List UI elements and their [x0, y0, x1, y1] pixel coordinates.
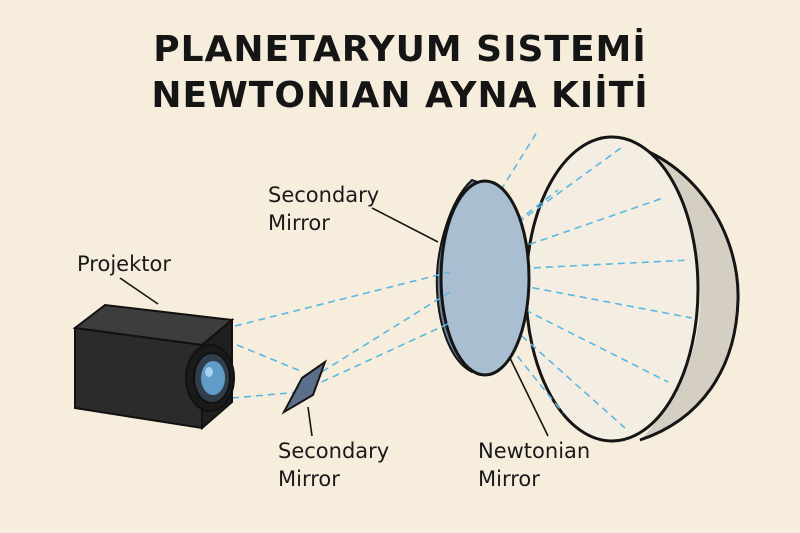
mirror-face	[439, 179, 531, 377]
projector	[72, 303, 235, 431]
secondary-mirror-bottom-label-line2: Mirror	[278, 467, 340, 491]
secondary-mirror-bottom-label-line1: Secondary	[278, 439, 390, 463]
secondary-mirror	[281, 359, 328, 415]
dome-rim	[524, 135, 700, 443]
leader-line-projector	[119, 277, 159, 305]
beam-ray	[311, 291, 451, 379]
secondary-mirror-top-label-line1: Secondary	[268, 183, 380, 207]
newtonian-mirror-label-line2: Mirror	[478, 467, 540, 491]
dome-shell-outline	[599, 136, 740, 442]
diagram-title-line-1: PLANETARYUM SISTEMİ	[153, 29, 647, 70]
secondary-mirror-bottom-label: Secondary Mirror	[278, 437, 389, 493]
beam-ray	[234, 271, 451, 327]
diagram-title-line-2: NEWTONIAN AYNA KIİTİ	[151, 75, 649, 116]
leader-line-secondary-bottom	[307, 406, 313, 437]
lens-glass	[201, 361, 225, 395]
leader-line-newtonian	[509, 357, 549, 437]
leader-lines	[119, 207, 549, 437]
projector-label: Projektor	[77, 252, 171, 276]
newtonian-mirror-label-line1: Newtonian	[478, 439, 591, 463]
newtonian-mirror	[435, 178, 531, 377]
dome	[524, 135, 740, 443]
beam-ray	[231, 391, 301, 399]
projector-front	[74, 326, 203, 430]
beam-ray	[299, 321, 453, 393]
input-beams	[231, 271, 453, 399]
beam-ray	[236, 344, 304, 373]
secondary-mirror-top-label-line2: Mirror	[268, 211, 330, 235]
leader-line-secondary-top	[371, 207, 439, 243]
dome-shell-shade	[600, 138, 739, 440]
beam-ray	[449, 189, 559, 273]
secondary-mirror-top-label: Secondary Mirror	[268, 181, 379, 237]
newtonian-mirror-label: Newtonian Mirror	[478, 437, 590, 493]
lens-highlight	[205, 367, 213, 377]
